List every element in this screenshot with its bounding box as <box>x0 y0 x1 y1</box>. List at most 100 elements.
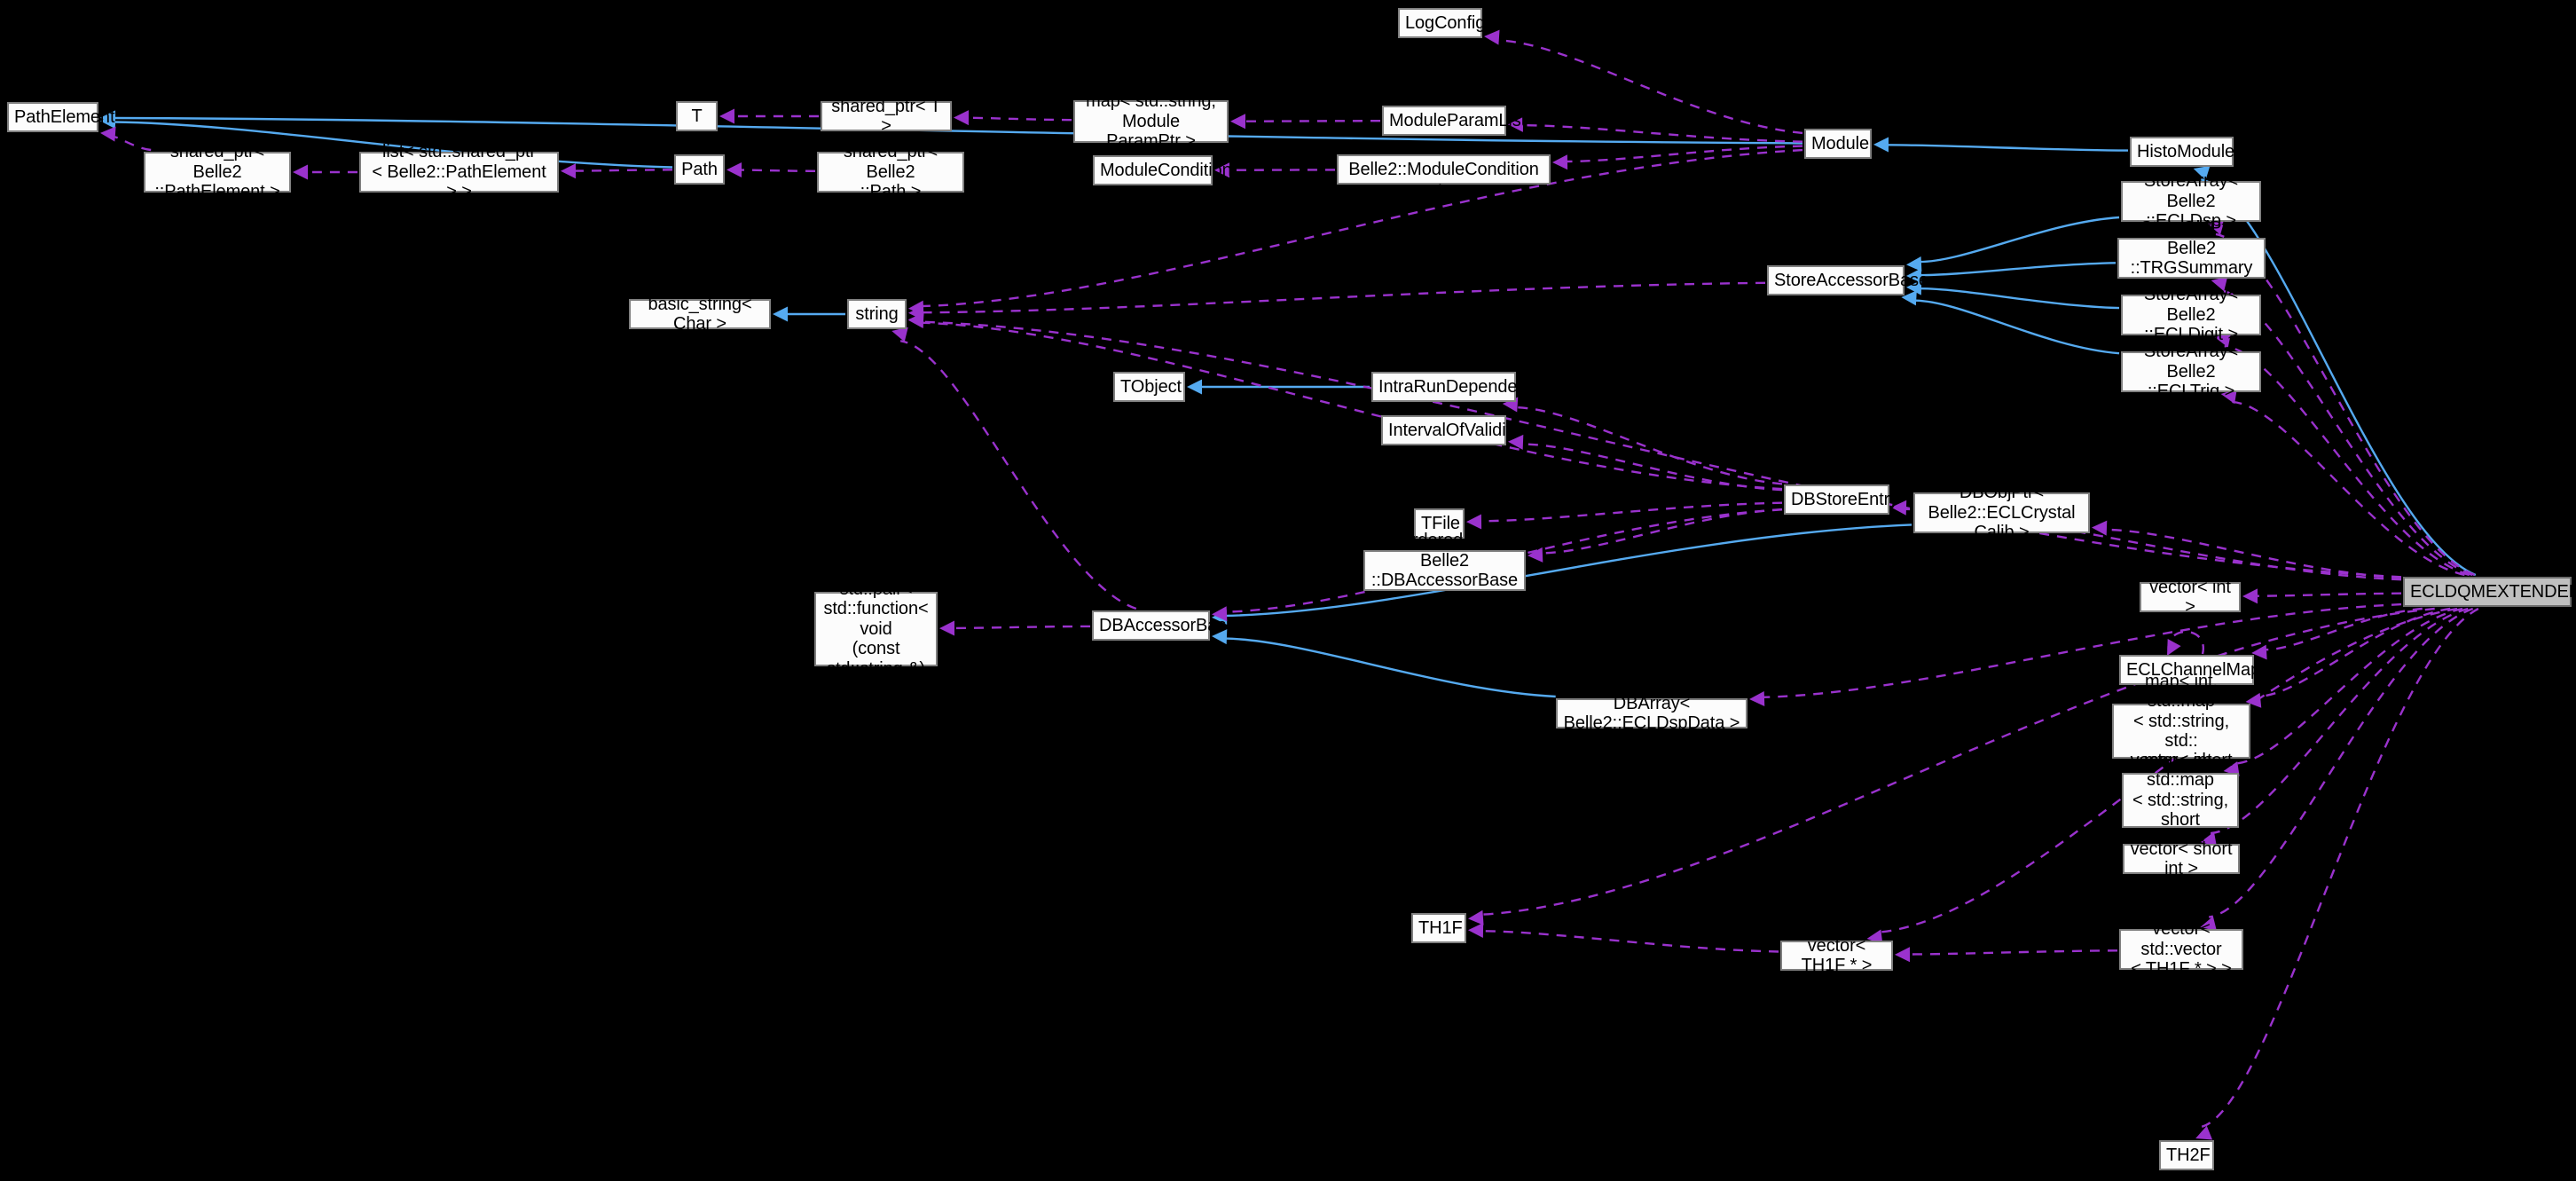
class-node-shared_ptr_path[interactable]: shared_ptr< Belle2 ::Path > <box>817 142 964 201</box>
class-node-histomodule[interactable]: HistoModule <box>2130 137 2234 167</box>
class-node-label: ModuleCondition <box>1100 160 1232 180</box>
class-node-storearray_ecldigit[interactable]: StoreArray< Belle2 ::ECLDigit > <box>2121 285 2261 344</box>
edge-dbstoreentry-to-unordered_set_dbab <box>1540 508 1783 555</box>
class-node-label: IntraRunDependency <box>1378 376 1545 397</box>
arrowhead-ecldqmextended-to-dbarray_ecldspdata <box>1749 690 1765 706</box>
class-node-shared_ptr_t[interactable]: shared_ptr< T > <box>821 97 952 136</box>
class-node-unordered_set_dbab[interactable]: unordered_set< Belle2 ::DBAccessorBase *… <box>1363 531 1526 610</box>
class-node-vector_short_int[interactable]: vector< short int > <box>2123 839 2240 878</box>
arrowhead-dbaccessorbase-to-string <box>891 327 908 342</box>
class-node-label: list< std::shared_ptr < Belle2::PathElem… <box>372 142 546 202</box>
class-node-label: string <box>855 303 899 324</box>
arrowhead-storearray_ecldsp-to-storeaccessorbase <box>1906 256 1922 272</box>
class-node-module[interactable]: Module <box>1804 129 1872 159</box>
class-node-intrarundependency[interactable]: IntraRunDependency <box>1371 372 1545 402</box>
edge-storearray_ecltrig-to-storeaccessorbase <box>1913 299 2120 355</box>
class-node-intervalofvalidity[interactable]: IntervalOfValidity <box>1381 415 1520 445</box>
edge-ecldqmextended-to-dbarray_ecldspdata <box>1762 602 2402 698</box>
class-node-label: unordered_set< Belle2 ::DBAccessorBase *… <box>1370 531 1519 610</box>
edge-storeobjptr_trgsum-to-storeaccessorbase <box>1919 262 2117 277</box>
edge-ecldqmextended-to-vector_int <box>2255 592 2402 597</box>
class-node-dbobjptr_eclcrystal[interactable]: DBObjPtr< Belle2::ECLCrystal Calib > <box>1913 483 2090 542</box>
class-node-storeaccessorbase[interactable]: StoreAccessorBase <box>1767 265 1928 295</box>
class-node-label: vector< std::vector < TH1F * > > <box>2131 919 2232 980</box>
edge-ecldqmextended-to-dbobjptr_eclcrystal <box>2104 528 2402 579</box>
class-node-storearray_ecltrig[interactable]: StoreArray< Belle2 ::ECLTrig > <box>2121 342 2261 401</box>
class-node-label: DBAccessorBase <box>1099 615 1237 635</box>
arrowhead-vec_vec_th1f-to-vector_th1f_ptr <box>1895 947 1911 963</box>
class-node-label: ECLDQMEXTENDEDModule <box>2410 581 2576 602</box>
arrowhead-ecldqmextended-to-string <box>908 312 924 328</box>
class-node-label: map< std::string, Module ParamPtr > <box>1086 91 1216 152</box>
edge-vec_vec_th1f-to-vector_th1f_ptr <box>1907 949 2118 956</box>
edge-ecldqmextended-to-map_int_map_vec <box>2258 607 2451 697</box>
class-node-vec_modulecond[interactable]: vector< Belle2::ModuleCondition > <box>1337 139 1551 199</box>
class-node-vector_th1f_ptr[interactable]: vector< TH1F * > <box>1780 936 1893 975</box>
edge-ecldqmextended-to-storearray_ecldigit <box>2224 345 2470 577</box>
edge-dbobjptr_eclcrystal-to-dbaccessorbase <box>1224 524 1912 618</box>
class-node-label: vector< TH1F * > <box>1801 935 1873 975</box>
class-node-label: DBObjPtr< Belle2::ECLCrystal Calib > <box>1928 483 2076 543</box>
class-node-label: vector< Belle2::ModuleCondition > <box>1348 139 1539 200</box>
class-node-label: StoreAccessorBase <box>1774 270 1928 290</box>
class-node-map_modparamptr[interactable]: map< std::string, Module ParamPtr > <box>1073 91 1229 151</box>
class-node-vec_vec_th1f[interactable]: vector< std::vector < TH1F * > > <box>2119 919 2243 979</box>
edge-histomodule-to-module <box>1886 144 2129 152</box>
class-node-label: ModuleParamList <box>1389 110 1527 130</box>
class-node-label: TObject <box>1120 376 1182 397</box>
class-node-label: Module <box>1811 133 1869 154</box>
class-node-label: vector< std::pair< std::function< void (… <box>823 559 929 698</box>
class-node-label: T <box>691 106 703 126</box>
edge-dbaccessorbase-to-vec_pair_function <box>952 625 1091 630</box>
edge-ecldqmextended-to-map_int_map_short <box>2234 607 2463 765</box>
class-node-th2f[interactable]: TH2F <box>2159 1140 2214 1170</box>
edge-path-to-list_shared_ptr_pe <box>573 169 673 172</box>
class-node-label: map< int, std::map < std::string, short … <box>2132 751 2229 850</box>
class-node-map_int_map_short[interactable]: map< int, std::map < std::string, short … <box>2122 751 2239 850</box>
edge-dbstoreentry-to-string <box>921 321 1783 491</box>
class-node-t[interactable]: T <box>676 101 718 131</box>
class-node-basic_string_char[interactable]: basic_string< Char > <box>629 295 771 334</box>
class-node-vector_int[interactable]: vector< int > <box>2140 578 2241 617</box>
arrowhead-ecldqmextended-to-th1f <box>1468 909 1484 925</box>
edge-shared_ptr_path-to-path <box>739 169 816 172</box>
class-node-shared_ptr_pe[interactable]: shared_ptr< Belle2 ::PathElement > <box>144 142 291 201</box>
class-node-moduleparamlist[interactable]: ModuleParamList <box>1382 106 1527 136</box>
class-node-path[interactable]: Path <box>674 154 725 185</box>
arrowhead-moduleparamlist-to-map_modparamptr <box>1230 114 1246 130</box>
class-node-label: IntervalOfValidity <box>1388 420 1520 440</box>
class-node-ecldqmextended[interactable]: ECLDQMEXTENDEDModule <box>2403 577 2576 607</box>
class-node-label: LogConfig <box>1405 12 1486 33</box>
class-node-label: vector< short int > <box>2130 839 2233 878</box>
class-node-label: shared_ptr< Belle2 ::PathElement > <box>154 142 280 202</box>
class-node-tobject[interactable]: TObject <box>1113 372 1185 402</box>
class-node-th1f[interactable]: TH1F <box>1411 913 1466 943</box>
class-node-dbaccessorbase[interactable]: DBAccessorBase <box>1092 610 1237 641</box>
edge-ecldqmextended-to-th1f <box>1480 607 2435 916</box>
arrowhead-module-to-vec_modulecond <box>1552 154 1568 170</box>
class-node-list_shared_ptr_pe[interactable]: list< std::shared_ptr < Belle2::PathElem… <box>359 142 559 201</box>
arrowhead-map_modparamptr-to-shared_ptr_t <box>954 110 970 126</box>
edge-dbstoreentry-to-intrarundependency <box>1515 405 1783 485</box>
class-node-label: StoreArray< Belle2 ::ECLTrig > <box>2143 342 2239 402</box>
arrowhead-shared_ptr_path-to-path <box>726 161 742 177</box>
edge-dbaccessorbase-to-string <box>899 340 1137 610</box>
class-node-string[interactable]: string <box>847 299 907 329</box>
arrowhead-list_shared_ptr_pe-to-shared_ptr_pe <box>293 164 308 180</box>
edge-dbstoreentry-to-intervalofvalidity <box>1520 443 1783 492</box>
class-node-label: Path <box>681 159 718 179</box>
class-node-vec_pair_function[interactable]: vector< std::pair< std::function< void (… <box>814 560 938 698</box>
arrowhead-intrarundependency-to-tobject <box>1187 379 1202 395</box>
class-node-dbstoreentry[interactable]: DBStoreEntry <box>1784 484 1898 515</box>
edge-map_modparamptr-to-shared_ptr_t <box>966 116 1072 122</box>
class-node-label: PathElement <box>14 106 115 127</box>
class-node-modulecondition[interactable]: ModuleCondition <box>1093 155 1232 185</box>
edge-shared_ptr_pe-to-pathelement <box>112 135 152 152</box>
class-node-pathelement[interactable]: PathElement <box>7 102 115 132</box>
edge-module-to-pathelement <box>113 116 1803 145</box>
class-node-dbarray_ecldspdata[interactable]: DBArray< Belle2::ECLDspData > <box>1556 694 1747 733</box>
class-node-storeobjptr_trgsum[interactable]: StoreObjPtr< Belle2 ::TRGSummary > <box>2117 218 2266 297</box>
class-node-storearray_ecldsp[interactable]: StoreArray< Belle2 ::ECLDsp > <box>2121 171 2261 231</box>
class-node-logconfig[interactable]: LogConfig <box>1398 8 1486 38</box>
